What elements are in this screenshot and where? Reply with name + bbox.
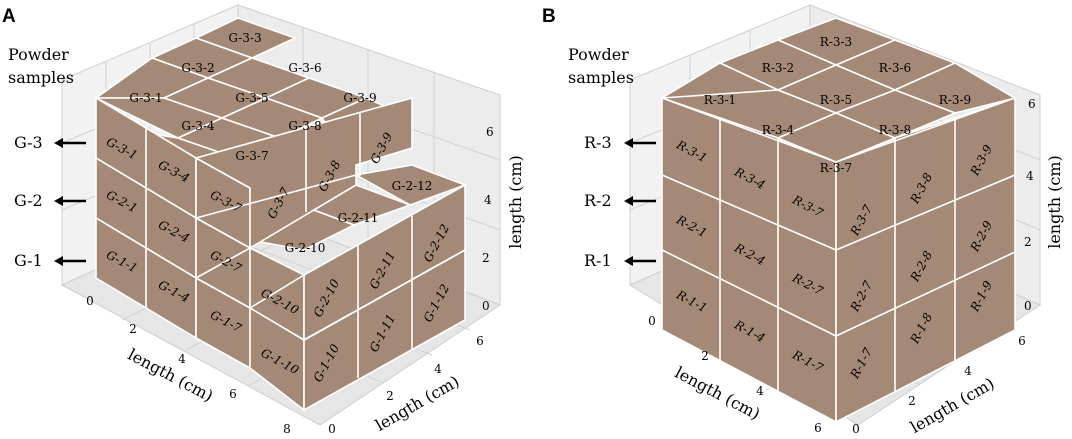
tick-b-vert-2: 2 [1024, 235, 1032, 249]
tick-b-left-6: 6 [814, 421, 822, 435]
panel-b-top-labels: R-3-3 R-3-2 R-3-6 R-3-1 R-3-5 R-3-9 R-3-… [704, 35, 971, 175]
panel-b-letter: B [542, 6, 556, 27]
layer-label-r-1: R-1 [584, 251, 612, 270]
arrow-left-icon [54, 138, 86, 266]
layer-label-r-2: R-2 [584, 191, 612, 210]
tick-a-left-8: 8 [283, 422, 291, 436]
tick-a-vert-4: 4 [484, 193, 492, 207]
tick-b-vert-4: 4 [1026, 169, 1034, 183]
panel-b-caption-line2: samples [568, 68, 634, 87]
tick-a-right-4: 4 [434, 362, 442, 376]
panel-a-caption-line2: samples [8, 68, 74, 87]
panel-a-vertical-axis: 0 2 4 6 length (cm) [482, 125, 525, 313]
panel-b-cube-edges [661, 120, 1016, 392]
label-r-3-9: R-3-9 [939, 93, 971, 107]
panel-a-top-labels: G-3-3 G-3-2 G-3-6 G-3-1 G-3-5 G-3-9 G-3-… [129, 31, 432, 255]
label-r-3-3: R-3-3 [820, 35, 852, 49]
tick-a-left-6: 6 [229, 387, 237, 401]
tick-b-right-0: 0 [852, 422, 860, 436]
label-g-2-12: G-2-12 [392, 179, 433, 193]
label-g-3-9: G-3-9 [343, 91, 376, 105]
panel-b: R-3-3 R-3-2 R-3-6 R-3-1 R-3-5 R-3-9 R-3-… [542, 4, 1064, 437]
tick-b-right-2: 2 [908, 394, 916, 408]
panel-a-cube-edges [145, 112, 466, 378]
tick-a-vert-6: 6 [486, 125, 494, 139]
tick-a-vert-0: 0 [482, 299, 490, 313]
tick-a-right-6: 6 [476, 334, 484, 348]
label-g-2-10: G-2-10 [285, 241, 326, 255]
tick-a-left-2: 2 [129, 322, 137, 336]
tick-b-left-2: 2 [701, 349, 709, 363]
panel-a-letter: A [2, 6, 16, 27]
tick-a-right-2: 2 [386, 389, 394, 403]
panel-a-caption-line1: Powder [8, 45, 69, 64]
label-r-3-2: R-3-2 [762, 61, 794, 75]
layer-label-g-2: G-2 [14, 191, 43, 210]
tick-b-vert-0: 0 [1024, 299, 1032, 313]
tick-b-vert-6: 6 [1028, 97, 1036, 111]
label-g-3-4: G-3-4 [181, 119, 215, 133]
label-g-3-8: G-3-8 [288, 119, 321, 133]
layer-label-r-3: R-3 [584, 133, 612, 152]
axis-b-vertical-title: length (cm) [1045, 155, 1064, 249]
panel-a: G-3-3 G-3-2 G-3-6 G-3-1 G-3-5 G-3-9 G-3-… [2, 4, 525, 436]
label-r-3-6: R-3-6 [879, 61, 911, 75]
panel-a-layer-markers: A Powder samples G-3 G-2 G-1 [2, 6, 86, 270]
label-g-3-5: G-3-5 [235, 91, 268, 105]
label-g-3-2: G-3-2 [181, 61, 214, 75]
label-g-2-11: G-2-11 [338, 211, 379, 225]
tick-a-right-0: 0 [328, 422, 336, 436]
panel-b-caption-line1: Powder [568, 45, 629, 64]
label-g-3-7: G-3-7 [235, 149, 268, 163]
tick-b-right-6: 6 [1018, 334, 1026, 348]
arrow-left-icon [624, 138, 656, 266]
label-r-3-4: R-3-4 [762, 123, 795, 137]
tick-b-left-4: 4 [756, 384, 764, 398]
label-r-3-5: R-3-5 [820, 93, 852, 107]
label-g-3-6: G-3-6 [288, 61, 321, 75]
label-r-3-7: R-3-7 [820, 161, 852, 175]
tick-b-right-4: 4 [964, 364, 972, 378]
tick-b-left-0: 0 [648, 314, 656, 328]
tick-a-left-0: 0 [86, 294, 94, 308]
axis-a-vertical-title: length (cm) [506, 155, 525, 249]
panel-a-cube-right-faces [193, 96, 466, 412]
label-r-3-8: R-3-8 [879, 123, 911, 137]
panel-b-cube-top-faces [659, 17, 1018, 163]
tick-a-left-4: 4 [178, 352, 186, 366]
panel-b-vertical-axis: 0 2 4 6 length (cm) [1024, 97, 1064, 313]
layer-label-g-3: G-3 [14, 133, 43, 152]
label-g-3-1: G-3-1 [129, 91, 162, 105]
layer-label-g-1: G-1 [14, 251, 43, 270]
tick-a-vert-2: 2 [482, 251, 490, 265]
panel-b-layer-markers: B Powder samples R-3 R-2 R-1 [542, 6, 656, 270]
label-g-3-3: G-3-3 [228, 31, 261, 45]
label-r-3-1: R-3-1 [704, 93, 736, 107]
